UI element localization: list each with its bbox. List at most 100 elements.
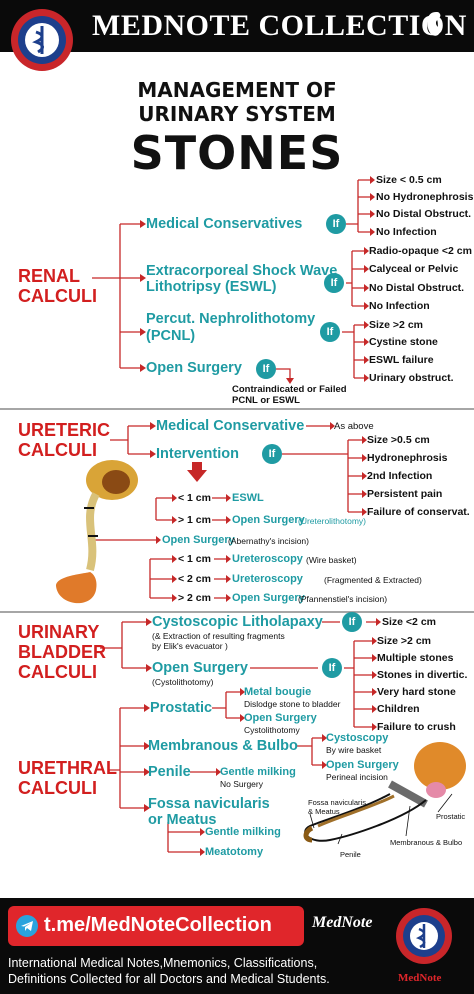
renal-pcnl-item: Size >2 cm xyxy=(369,319,423,331)
ureteric-upper-proc: ESWL xyxy=(232,492,264,504)
renal-medical-item: No Infection xyxy=(376,226,437,238)
title-line-1: MANAGEMENT OF xyxy=(137,78,337,102)
urethral-prostatic-label: Prostatic xyxy=(150,700,213,716)
bladder-cysto-note-2: by Elik's evacuator ) xyxy=(152,641,228,651)
renal-eswl-label-1: Extracorporeal Shock Wave xyxy=(146,263,338,279)
if-badge: If xyxy=(342,612,362,632)
title-line-2: URINARY SYSTEM xyxy=(138,102,336,126)
diagram-penile-label: Penile xyxy=(340,850,361,859)
ureteric-lower-proc: Ureteroscopy xyxy=(232,573,303,585)
urethral-calculi-label: URETHRAL CALCULI xyxy=(18,758,117,798)
renal-eswl-label-2: Lithotripsy (ESWL) xyxy=(146,279,277,295)
urethral-penile-opt-note: No Surgery xyxy=(220,779,263,789)
if-badge: If xyxy=(326,214,346,234)
footer-brand: MedNote xyxy=(312,914,373,931)
ureteric-intervention-item: Failure of conservat. xyxy=(367,506,470,518)
ureteric-lower-size: < 1 cm xyxy=(178,553,211,565)
urethral-penile-label: Penile xyxy=(148,764,191,780)
ureteric-intervention-item: 2nd Infection xyxy=(367,470,433,482)
urethral-prostatic-opt2: Open Surgery xyxy=(244,712,317,724)
if-badge: If xyxy=(324,273,344,293)
renal-open-surgery-label: Open Surgery xyxy=(146,360,242,376)
ureteric-calculi-label: URETERIC CALCULI xyxy=(18,420,111,460)
bladder-open-item: Stones in divertic. xyxy=(377,669,468,681)
renal-open-note-2: PCNL or ESWL xyxy=(232,395,300,406)
ureteric-lower-note: (Pfannenstiel's incision) xyxy=(298,594,388,604)
bladder-open-item: Children xyxy=(377,703,420,715)
mednote-logo-icon xyxy=(11,9,73,71)
ureteric-lower-note: (Wire basket) xyxy=(306,555,357,565)
urethral-fossa-opt1: Gentle milking xyxy=(205,826,281,838)
renal-pcnl-label-1: Percut. Nephrolithotomy xyxy=(146,311,316,327)
renal-medical-item: No Distal Obstruct. xyxy=(376,208,472,220)
title-line-3: STONES xyxy=(130,126,344,180)
ureteric-medical-label: Medical Conservative xyxy=(156,418,305,434)
bladder-cysto-note-1: (& Extraction of resulting fragments xyxy=(152,631,285,641)
ureteric-lower-proc: Open Surgery xyxy=(232,592,305,604)
renal-medical-label: Medical Conservatives xyxy=(146,216,303,232)
ureteric-medical-note: As above xyxy=(334,421,374,432)
renal-eswl-item: Calyceal or Pelvic xyxy=(369,263,459,275)
ureteric-lower-proc: Ureteroscopy xyxy=(232,553,303,565)
header-title: MEDNOTE COLLECTION xyxy=(92,9,467,42)
diagram-fossa-label-2: & Meatus xyxy=(308,807,340,816)
footer-line-1: International Medical Notes,Mnemonics, C… xyxy=(8,956,318,970)
renal-pcnl-label-2: (PCNL) xyxy=(146,328,196,344)
urethral-prostatic-opt1-note: Dislodge stone to bladder xyxy=(244,699,341,709)
urethral-membranous-opt1-note: By wire basket xyxy=(326,745,382,755)
ureteric-upper-note: (Ureterolithotomy) xyxy=(298,516,367,526)
urethral-membranous-opt2: Open Surgery xyxy=(326,759,399,771)
urethral-membranous-opt2-note: Perineal incision xyxy=(326,772,388,782)
ureteric-intervention-item: Size >0.5 cm xyxy=(367,434,430,446)
renal-eswl-item: No Infection xyxy=(369,300,430,312)
bladder-open-item: Multiple stones xyxy=(377,652,454,664)
urinary-tract-illustration xyxy=(56,460,138,604)
bladder-open-item: Size >2 cm xyxy=(377,635,431,647)
renal-eswl-item: No Distal Obstruct. xyxy=(369,282,465,294)
if-badge: If xyxy=(256,359,276,379)
urethral-membranous-opt1: Cystoscopy xyxy=(326,732,389,744)
ureteric-intervention-item: Persistent pain xyxy=(367,488,443,500)
urethral-prostatic-opt2-note: Cystolithotomy xyxy=(244,725,300,735)
urethral-prostatic-opt1: Metal bougie xyxy=(244,686,312,698)
ureteric-lower-size: < 2 cm xyxy=(178,573,211,585)
if-badge: If xyxy=(320,322,340,342)
ureteric-upper-size: < 1 cm xyxy=(178,492,211,504)
renal-pcnl-item: Cystine stone xyxy=(369,336,438,348)
diagram-membranous-label: Membranous & Bulbo xyxy=(390,838,463,847)
urethral-fossa-label-2: or Meatus xyxy=(148,812,217,828)
bladder-calculi-label: URINARY BLADDER CALCULI xyxy=(18,622,106,682)
renal-medical-item: Size < 0.5 cm xyxy=(376,174,442,186)
renal-eswl-item: Radio-opaque <2 cm xyxy=(369,245,472,257)
ureteric-upper-proc: Open Surgery xyxy=(232,514,305,526)
ureteric-middle-note: (Abernathy's incision) xyxy=(228,536,309,546)
renal-open-note-1: Contraindicated or Failed xyxy=(232,384,347,395)
ureteric-intervention-item: Hydronephrosis xyxy=(367,452,448,464)
urethral-penile-opt: Gentle milking xyxy=(220,766,296,778)
footer-brand-small: MedNote xyxy=(398,972,442,984)
telegram-link[interactable]: t.me/MedNoteCollection xyxy=(8,906,304,946)
bladder-open-label: Open Surgery xyxy=(152,660,248,676)
ureteric-lower-note: (Fragmented & Extracted) xyxy=(324,575,422,585)
urethral-fossa-opt2: Meatotomy xyxy=(205,846,264,858)
bladder-cysto-item: Size <2 cm xyxy=(382,616,436,628)
ureteric-intervention-label: Intervention xyxy=(156,446,239,462)
renal-pcnl-item: ESWL failure xyxy=(369,354,434,366)
diagram-fossa-label-1: Fossa navicularis xyxy=(308,798,366,807)
urethral-membranous-label: Membranous & Bulbo xyxy=(148,738,298,754)
telegram-icon xyxy=(16,915,38,937)
mednote-logo-icon xyxy=(396,908,452,964)
urethra-illustration xyxy=(303,742,466,845)
renal-calculi-label: RENAL CALCULI xyxy=(18,266,97,306)
ureteric-upper-size: > 1 cm xyxy=(178,514,211,526)
kidney-icon xyxy=(427,12,441,36)
header-bar: MEDNOTE COLLECTION xyxy=(0,0,474,52)
ureteric-lower-size: > 2 cm xyxy=(178,592,211,604)
ureteric-middle-proc: Open Surgery xyxy=(162,534,235,546)
footer-line-2: Definitions Collected for all Doctors an… xyxy=(8,972,330,986)
bladder-open-note: (Cystolithotomy) xyxy=(152,677,214,687)
renal-pcnl-item: Urinary obstruct. xyxy=(369,372,454,384)
if-badge: If xyxy=(262,444,282,464)
telegram-link-text[interactable]: t.me/MedNoteCollection xyxy=(44,914,272,936)
